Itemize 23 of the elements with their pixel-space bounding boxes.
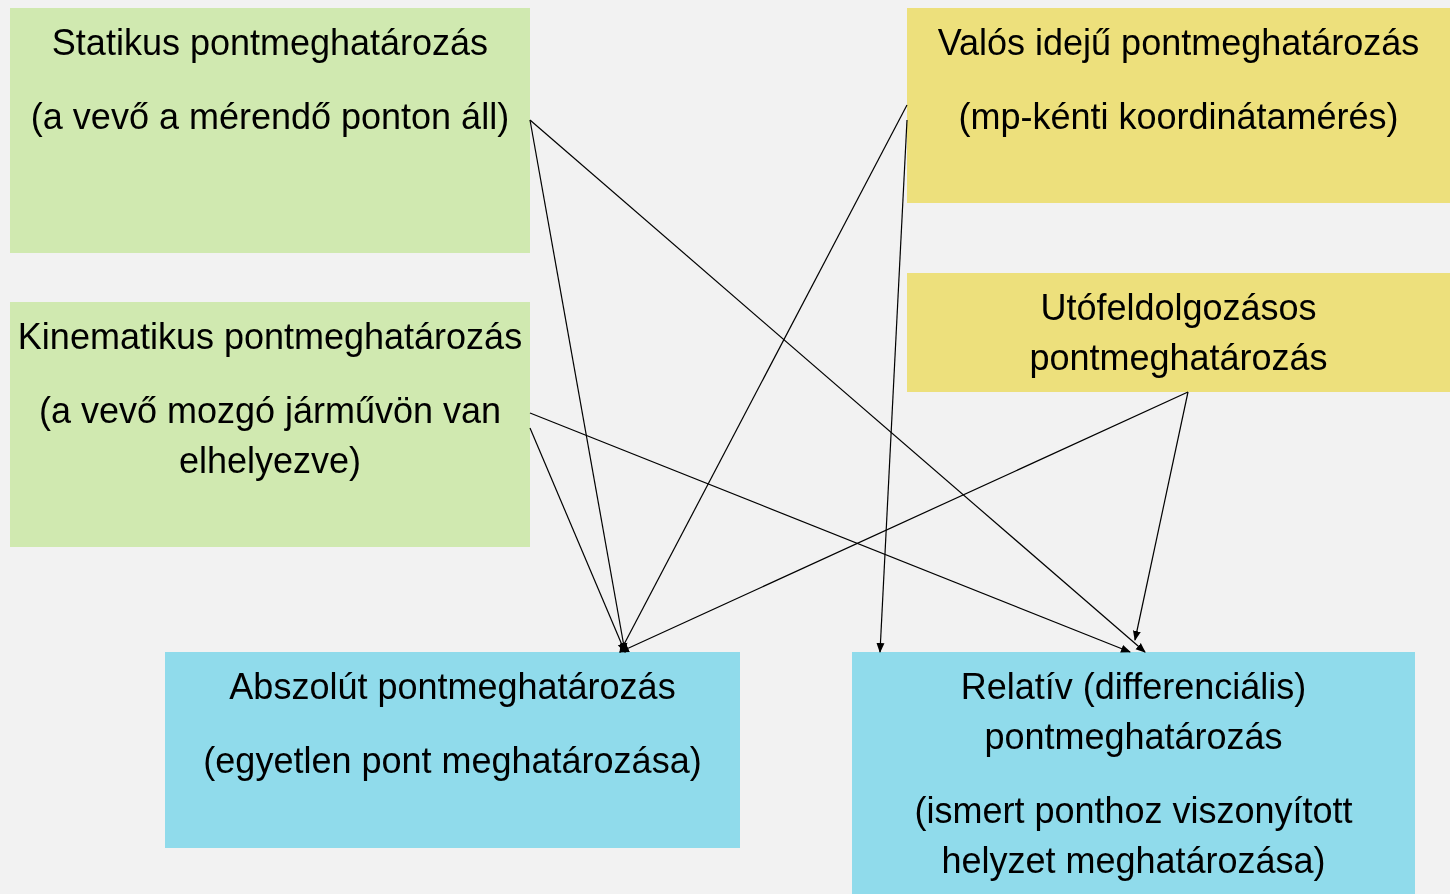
process-box xyxy=(907,8,1450,203)
process-box xyxy=(852,652,1415,894)
box-title: Abszolút pontmeghatározás xyxy=(229,665,676,709)
box-description: (egyetlen pont meghatározása) xyxy=(203,739,702,783)
box-description: (a vevő a mérendő ponton áll) xyxy=(30,95,510,139)
process-box xyxy=(165,652,740,848)
box-title: Statikus pontmeghatározás xyxy=(51,21,489,65)
arrow xyxy=(876,119,908,653)
box-title: Relatív (differenciális) pontmeghatározás xyxy=(959,665,1308,759)
box-description: (ismert ponthoz viszonyított helyzet meghatározása) xyxy=(913,789,1354,883)
box-title: Valós idejű pontmeghatározás xyxy=(937,21,1420,65)
process-box xyxy=(10,8,530,253)
process-box xyxy=(10,302,530,547)
arrow xyxy=(1132,391,1189,641)
arrow xyxy=(619,104,908,653)
box-title: Utófeldolgozásos pontmeghatározás xyxy=(1028,286,1329,380)
box-description: (mp-kénti koordinátamérés) xyxy=(958,95,1399,139)
arrow xyxy=(529,412,1131,653)
process-box xyxy=(907,273,1450,392)
arrow xyxy=(529,119,1146,653)
arrow xyxy=(619,391,1189,653)
box-description: (a vevő mozgó járművön van elhelyezve) xyxy=(37,389,503,483)
box-title: Kinematikus pontmeghatározás xyxy=(17,315,523,359)
